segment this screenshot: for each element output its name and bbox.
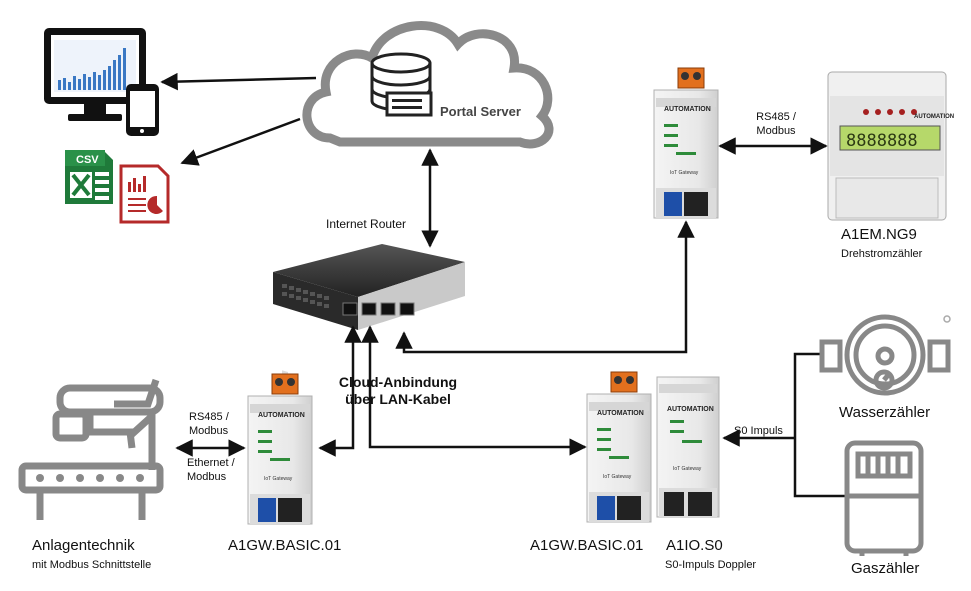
gateway-device-left: AUTOMATION IoT Gateway <box>247 373 313 525</box>
gateway-caption: IoT Gateway <box>264 476 293 482</box>
io-module-device: AUTOMATION IoT Gateway <box>656 376 720 518</box>
ethernet-left-label: Ethernet / Modbus <box>187 456 235 484</box>
gateway-brand: AUTOMATION <box>597 410 644 417</box>
meter-lcd: 8888888 <box>846 131 918 151</box>
conveyor-rollers <box>36 474 144 482</box>
link-router-left-gateway <box>318 325 362 457</box>
gateway-caption: IoT Gateway <box>670 170 699 176</box>
gateway-left-name: A1GW.BASIC.01 <box>228 537 342 554</box>
report-file-icon <box>119 164 170 224</box>
io-caption: IoT Gateway <box>673 466 702 472</box>
monitor-icon <box>44 28 146 121</box>
energy-meter-device: AUTOMATION 8888888 <box>827 71 954 221</box>
gas-meter-icon <box>844 440 924 556</box>
gateway-device-right: AUTOMATION IoT Gateway <box>586 371 652 523</box>
csv-label: CSV <box>76 154 99 166</box>
meter-brand: AUTOMATION <box>914 114 954 120</box>
cloud-icon <box>302 21 554 149</box>
modbus-top-line1: RS485 / <box>756 111 796 123</box>
gateway-brand: AUTOMATION <box>258 412 305 419</box>
phone-icon <box>126 84 159 136</box>
cloud-link-label: Cloud-Anbindung über LAN-Kabel <box>333 374 463 408</box>
ethernet-left-line1: Ethernet / <box>187 457 235 469</box>
csv-file-icon: CSV <box>65 150 113 204</box>
gas-meter-name: Gaszähler <box>851 560 920 577</box>
plant-name: Anlagentechnik <box>32 537 135 554</box>
water-meter-icon <box>819 314 951 396</box>
arrow-cloud-to-files <box>180 117 301 166</box>
decor-dot <box>943 315 951 323</box>
io-module-name: A1IO.S0 <box>666 537 723 554</box>
modbus-left-label: RS485 / Modbus <box>189 410 229 438</box>
router-label: Internet Router <box>326 217 406 231</box>
cloud-link-line2: über LAN-Kabel <box>345 391 451 407</box>
cloud-link-line1: Cloud-Anbindung <box>338 374 458 390</box>
s0-link-label: S0 Impuls <box>734 425 783 437</box>
modbus-left-line2: Modbus <box>189 425 229 437</box>
gateway-device-top: AUTOMATION IoT Gateway <box>653 67 719 219</box>
water-meter-name: Wasserzähler <box>839 404 931 421</box>
io-brand: AUTOMATION <box>667 406 714 413</box>
io-module-sub: S0-Impuls Doppler <box>665 559 757 571</box>
modbus-left-line1: RS485 / <box>189 411 229 423</box>
meter-name: A1EM.NG9 <box>841 226 917 243</box>
link-s0-meters <box>793 352 846 498</box>
database-icon <box>370 52 433 117</box>
modbus-top-line2: Modbus <box>756 125 796 137</box>
modbus-top-label: RS485 / Modbus <box>746 110 806 138</box>
gateway-brand: AUTOMATION <box>664 106 711 113</box>
cloud-label: Portal Server <box>440 104 521 119</box>
factory-robot-icon <box>18 378 164 520</box>
link-router-right-gateway <box>361 325 587 456</box>
ethernet-left-line2: Modbus <box>187 471 227 483</box>
gateway-caption: IoT Gateway <box>603 474 632 480</box>
meter-sub: Drehstromzähler <box>841 248 923 260</box>
plant-sub: mit Modbus Schnittstelle <box>32 559 152 571</box>
arrow-cloud-to-monitor <box>160 72 317 91</box>
gateway-right-name: A1GW.BASIC.01 <box>530 537 644 554</box>
